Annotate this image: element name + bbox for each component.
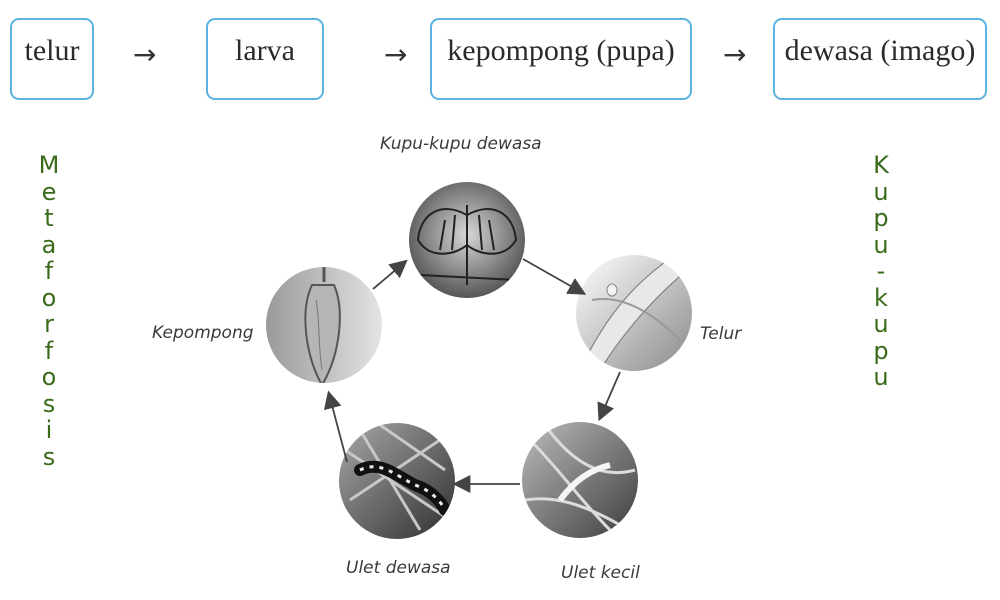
arrow-egg-to-small-caterpillar [597,371,621,422]
metaforfosis-char: a [41,230,57,259]
flow-arrow-1: → [133,38,157,71]
kupu-kupu-char: u [873,230,889,259]
cycle-arrows [323,258,621,493]
flow-arrow-2: → [384,38,408,71]
photo-small-caterpillar [522,422,638,538]
label-small-caterpillar: Ulet kecil [561,563,640,583]
arrow-adult-to-egg [522,258,587,295]
kupu-kupu-char: u [873,363,889,391]
metaforfosis-char: t [44,204,54,232]
metaforfosis-char: o [41,283,57,312]
label-egg: Telur [700,324,742,344]
kupu-kupu-char: k [874,283,888,312]
photo-pupa [266,267,382,383]
photo-egg-leaf [576,255,692,371]
arrow-big-caterpillar-to-pupa [323,390,348,463]
stage-label-dewasa: dewasa (imago) [784,34,976,67]
metaforfosis-char: e [41,177,57,206]
label-adult-butterfly: Kupu-kupu dewasa [380,134,542,154]
metaforfosis-char: f [44,336,54,365]
arrow-pupa-to-adult [372,259,408,290]
kupu-kupu-char: p [873,336,889,365]
metaforfosis-char: s [42,442,56,471]
metaforfosis-char: s [42,389,56,418]
stage-box-larva: larva [206,18,324,100]
photo-big-caterpillar [339,423,455,539]
photo-adult-butterfly [409,182,525,298]
stage-label-larva: larva [235,34,295,67]
kupu-kupu-char: u [873,310,889,338]
metaforfosis-char: M [38,151,60,179]
stage-label-telur: telur [24,34,80,67]
label-pupa: Kepompong [152,323,254,343]
flow-arrow-3: → [723,38,747,71]
kupu-kupu-char: K [873,151,889,179]
metaforfosis-char: f [44,257,54,285]
stage-label-kepompong: kepompong (pupa) [447,34,675,67]
stage-box-kepompong: kepompong (pupa) [430,18,692,100]
stage-box-telur: telur [10,18,94,100]
kupu-kupu-char: u [873,177,889,206]
metaforfosis-char: o [41,363,57,391]
kupu-kupu-char: p [873,204,889,232]
label-big-caterpillar: Ulet dewasa [346,558,451,578]
metaforfosis-char: i [45,416,53,444]
kupu-kupu-char: - [876,257,886,285]
metaforfosis-char: r [44,310,54,338]
stage-box-dewasa: dewasa (imago) [773,18,987,100]
